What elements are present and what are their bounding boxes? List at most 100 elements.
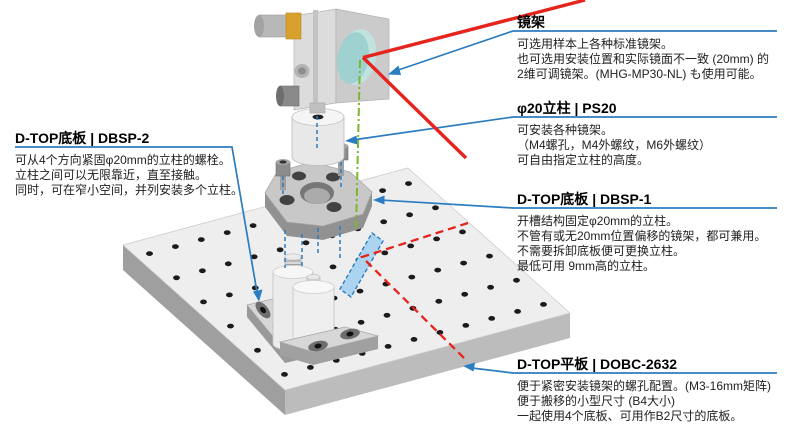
callout-dbsp1: D-TOP底板 | DBSP-1 开槽结构固定φ20mm的立柱。 不管有或无20… xyxy=(517,191,797,274)
board-hole xyxy=(459,229,466,235)
board-hole xyxy=(406,212,413,218)
dbsp2-slot xyxy=(340,328,360,340)
callout-dbsp1-line: 最低可用 9mm高的立柱。 xyxy=(517,259,656,273)
board-hole xyxy=(173,275,180,281)
dbsp1-side xyxy=(265,192,372,240)
board-hole xyxy=(249,223,257,229)
board-side-left xyxy=(123,245,285,415)
base-assembly-dbsp2 xyxy=(246,253,380,365)
beam-projection-dashed-line xyxy=(359,221,469,359)
board-hole xyxy=(200,299,207,305)
callout-dbsp1-title: D-TOP底板 | DBSP-1 xyxy=(517,191,652,207)
pointer-line-dbsp1 xyxy=(379,199,777,209)
callout-dbsp2-line: 立柱之间可以无限靠近，直至接触。 xyxy=(15,168,208,182)
board-hole xyxy=(223,230,231,236)
board-hole xyxy=(357,319,365,325)
mount-stud xyxy=(309,102,326,114)
board-hole xyxy=(307,365,314,370)
callout-mirror-mount-line: 2维可调镜架。(MHG-MP30-NL) も使用可能。 xyxy=(517,67,762,81)
callout-post-line: 可自由指定立柱的高度。 xyxy=(517,153,650,167)
board-hole xyxy=(379,188,386,194)
callout-post: φ20立柱 | PS20 可安装各种镜架。 （M4螺孔，M4外螺纹，M6外螺纹）… xyxy=(517,100,797,168)
mount-front-hole-inner xyxy=(298,67,306,75)
callout-mirror-mount-title: 镜架 xyxy=(517,14,545,30)
dbsp1-center-bore-floor xyxy=(304,188,330,204)
board-hole xyxy=(329,264,337,270)
dbsp2-slot xyxy=(255,301,271,319)
pointer-line-dobc xyxy=(471,367,777,374)
adjustment-knob xyxy=(254,12,302,40)
board-hole xyxy=(486,253,493,259)
mirror-mount xyxy=(254,8,390,114)
board-hole xyxy=(408,274,416,280)
board-hole xyxy=(434,267,442,273)
board-hole xyxy=(146,251,153,256)
dbsp1-hole xyxy=(326,202,342,212)
callout-dobc: D-TOP平板 | DOBC-2632 便于紧密安装镜架的螺孔配置。(M3-16… xyxy=(517,356,797,424)
board-hole xyxy=(432,205,439,211)
dbsp1-hole xyxy=(292,171,306,181)
board-hole xyxy=(254,347,261,353)
pointer-line-post xyxy=(348,116,777,142)
board-hole xyxy=(407,243,415,249)
callout-dobc-line: 便于搬移的小型尺寸 (B4大小) xyxy=(517,394,676,408)
callout-dbsp1-line: 不管有或无20mm位置偏移的镜架，都可兼用。 xyxy=(517,229,767,243)
callout-post-title: φ20立柱 | PS20 xyxy=(517,100,617,116)
pointer-line-mirror-mount xyxy=(390,30,777,74)
board-hole xyxy=(433,236,440,242)
callout-mirror-mount-line: 也可选用安装位置和实际镜面不一致 (20mm) 的 xyxy=(517,52,770,66)
dbsp2-slot xyxy=(308,340,328,352)
board-hole xyxy=(172,244,179,250)
callout-dbsp1-line: 不需要拆卸底板便可更换立柱。 xyxy=(517,244,686,258)
pointer-arrowhead-icon xyxy=(463,362,475,372)
callout-dbsp2-line: 同时，可在窄小空间，并列安装多个立柱。 xyxy=(15,183,244,197)
pointer-arrowhead-icon xyxy=(253,289,263,302)
mirror-projection-marker xyxy=(339,231,384,299)
board-hole xyxy=(384,344,392,349)
mirror-glass xyxy=(337,32,369,84)
callout-post-line: （M4螺孔，M4外螺纹，M6外螺纹） xyxy=(517,138,712,152)
callout-mirror-mount-line: 可选用样本上各种标准镜架。 xyxy=(517,37,674,51)
board-side-right xyxy=(285,313,570,415)
callout-post-line: 可安装各种镜架。 xyxy=(517,123,614,137)
base-plate-dbsp1 xyxy=(264,143,373,268)
callout-dobc-title: D-TOP平板 | DOBC-2632 xyxy=(517,356,678,372)
callout-dbsp2-title: D-TOP底板 | DBSP-2 xyxy=(15,130,150,146)
board-hole xyxy=(462,323,470,328)
mount-groove xyxy=(313,10,318,107)
board-hole xyxy=(487,284,494,290)
leader-lines xyxy=(15,30,777,374)
board-hole xyxy=(383,312,391,318)
board-hole xyxy=(488,316,496,321)
lower-knob xyxy=(276,85,300,107)
beam-incoming-line xyxy=(362,0,586,60)
board-hole xyxy=(197,237,205,243)
dbsp1-hole xyxy=(279,195,295,205)
board-hole xyxy=(513,277,520,283)
knob-yellow-ring xyxy=(285,12,302,40)
board-hole xyxy=(356,288,364,294)
pointer-arrowhead-icon xyxy=(345,135,358,145)
dbsp2-front-plate-side xyxy=(280,336,378,365)
center-guide-line xyxy=(355,59,361,232)
board-hole xyxy=(224,261,232,267)
board-hole xyxy=(380,219,388,225)
board-hole xyxy=(410,337,418,342)
board-hole xyxy=(276,247,284,253)
pointer-arrowhead-icon xyxy=(373,195,385,205)
post-top-hole xyxy=(312,114,324,120)
board-hole xyxy=(199,268,206,274)
board-hole xyxy=(514,309,521,314)
board-hole xyxy=(436,330,444,335)
callout-mirror-mount: 镜架 可选用样本上各种标准镜架。 也可选用安装位置和实际镜面不一致 (20mm)… xyxy=(517,14,797,82)
board-hole xyxy=(302,240,310,246)
board-hole xyxy=(281,372,288,377)
callout-dobc-line: 便于紧密安装镜架的螺孔配置。(M3-16mm矩阵) xyxy=(517,379,771,393)
callout-dobc-line: 一起使用4个底板、可用作B2尺寸的底板。 xyxy=(517,409,743,423)
beam-reflected-line xyxy=(361,56,468,160)
board-hole xyxy=(250,254,258,260)
board-hole xyxy=(226,292,233,298)
board-hole xyxy=(381,250,389,256)
